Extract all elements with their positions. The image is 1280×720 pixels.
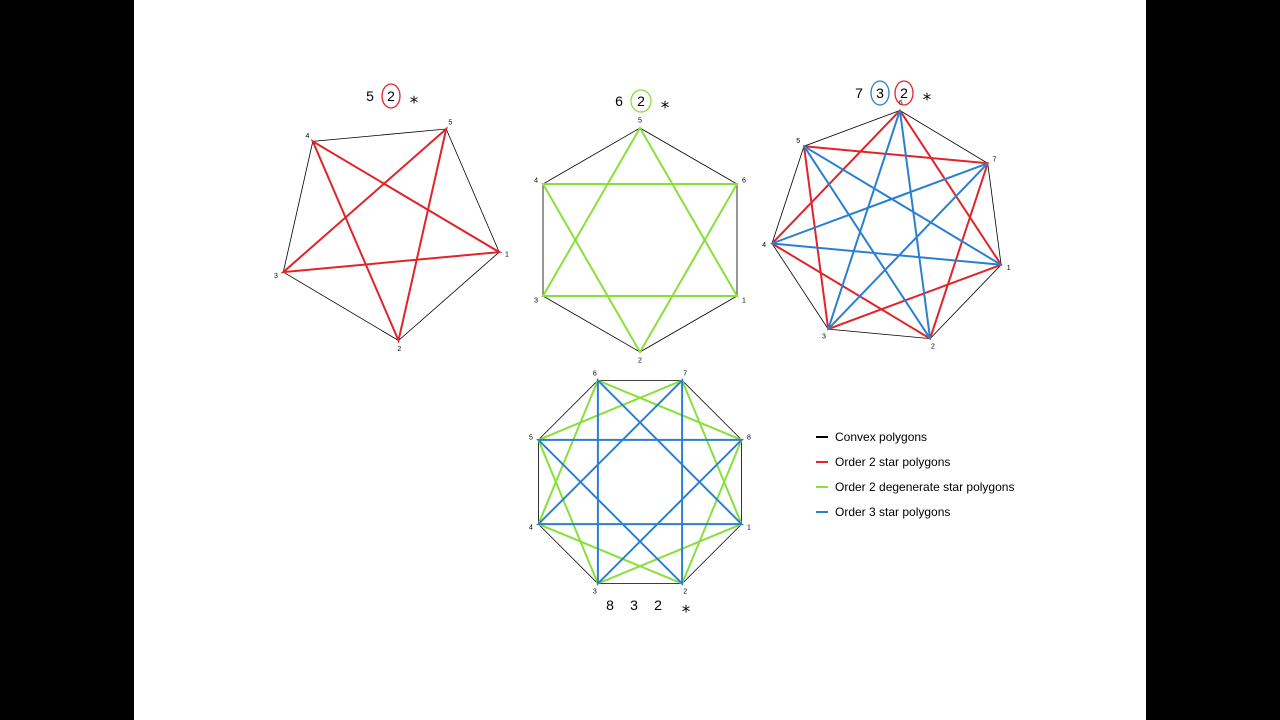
pentagon-title-circle-1 bbox=[381, 83, 401, 109]
legend-label-order2: Order 2 star polygons bbox=[835, 454, 951, 469]
octagon-title-number-1: 3 bbox=[630, 597, 638, 613]
legend-swatch-convex bbox=[816, 435, 828, 438]
hexagon-title-number-0: 6 bbox=[615, 93, 623, 109]
hexagon-vertex-label-2: 2 bbox=[638, 358, 642, 365]
pentagon-vertex-label-2: 2 bbox=[397, 346, 401, 353]
hexagon-title-number-1: 2 bbox=[637, 93, 645, 109]
heptagon-vertex-label-2: 2 bbox=[931, 344, 935, 351]
heptagon-vertex-label-7: 7 bbox=[992, 156, 996, 163]
legend-item-convex: Convex polygons bbox=[816, 424, 1014, 449]
octagon-vertex-label-4: 4 bbox=[529, 525, 533, 532]
legend-item-degenerate: Order 2 degenerate star polygons bbox=[816, 474, 1014, 499]
octagon-vertex-label-3: 3 bbox=[593, 589, 597, 596]
octagon-title-number-2: 2 bbox=[654, 597, 662, 613]
heptagon-title-number-1: 3 bbox=[876, 85, 884, 101]
pentagon-order2-star bbox=[280, 126, 503, 344]
heptagon-vertex-label-3: 3 bbox=[822, 334, 826, 341]
octagon-title-number-0: 8 bbox=[606, 597, 614, 613]
legend-item-order2: Order 2 star polygons bbox=[816, 449, 1014, 474]
hexagon-vertex-label-5: 5 bbox=[638, 118, 642, 125]
heptagon-title-circle-1 bbox=[870, 80, 890, 106]
heptagon-title-circle-2 bbox=[894, 80, 914, 106]
octagon-vertex-label-2: 2 bbox=[683, 589, 687, 596]
hexagon-order2-degenerate-component-2 bbox=[541, 183, 739, 354]
octagon-order2-degenerate-component-1 bbox=[537, 379, 743, 585]
heptagon-vertex-label-4: 4 bbox=[762, 242, 766, 249]
hexagon-title-asterisk: ⁎ bbox=[661, 93, 670, 113]
legend-label-convex: Convex polygons bbox=[835, 429, 928, 444]
octagon-convex-outline bbox=[537, 379, 742, 584]
hexagon-title-circle-1 bbox=[630, 89, 652, 113]
legend-item-order3: Order 3 star polygons bbox=[816, 499, 1014, 524]
pentagon-title-number-1: 2 bbox=[387, 88, 395, 104]
octagon-order2-degenerate-component-2 bbox=[537, 379, 743, 585]
heptagon-order2-star bbox=[770, 108, 1003, 341]
heptagon-convex-outline bbox=[771, 110, 1002, 340]
octagon-vertex-label-5: 5 bbox=[529, 434, 533, 441]
octagon-vertex-label-6: 6 bbox=[593, 371, 597, 378]
hexagon-convex-outline bbox=[542, 127, 738, 353]
pentagon-convex-outline bbox=[282, 128, 500, 341]
octagon-vertex-label-8: 8 bbox=[747, 434, 751, 441]
legend-swatch-order2 bbox=[816, 460, 828, 463]
pentagon-vertex-label-5: 5 bbox=[448, 120, 452, 127]
hexagon-vertex-label-3: 3 bbox=[534, 298, 538, 305]
legend-label-order3: Order 3 star polygons bbox=[835, 504, 951, 519]
octagon-vertex-label-7: 7 bbox=[683, 371, 687, 378]
hexagon-vertex-label-6: 6 bbox=[742, 178, 746, 185]
pentagon-vertex-label-4: 4 bbox=[306, 133, 310, 140]
heptagon-title-number-0: 7 bbox=[855, 85, 863, 101]
octagon-vertex-label-1: 1 bbox=[747, 525, 751, 532]
hexagon-vertex-label-1: 1 bbox=[742, 298, 746, 305]
octagon-order3-star bbox=[535, 377, 745, 587]
heptagon-title-number-2: 2 bbox=[900, 85, 908, 101]
pentagon-title-asterisk: ⁎ bbox=[410, 88, 419, 108]
legend-label-degenerate: Order 2 degenerate star polygons bbox=[835, 479, 1015, 494]
pentagon-title-number-0: 5 bbox=[366, 88, 374, 104]
pentagon-vertex-label-1: 1 bbox=[505, 251, 509, 258]
legend-swatch-order3 bbox=[816, 510, 828, 513]
heptagon-title-asterisk: ⁎ bbox=[923, 85, 932, 105]
legend: Convex polygons Order 2 star polygons Or… bbox=[816, 424, 1014, 524]
legend-swatch-degenerate bbox=[816, 485, 828, 488]
heptagon-vertex-label-5: 5 bbox=[796, 138, 800, 145]
octagon-title-asterisk: ⁎ bbox=[682, 597, 691, 617]
heptagon-order3-star bbox=[771, 110, 1002, 340]
hexagon-vertex-label-4: 4 bbox=[534, 178, 538, 185]
heptagon-vertex-label-1: 1 bbox=[1007, 265, 1011, 272]
hexagon-order2-degenerate-component-1 bbox=[541, 126, 739, 297]
pentagon-vertex-label-3: 3 bbox=[274, 273, 278, 280]
